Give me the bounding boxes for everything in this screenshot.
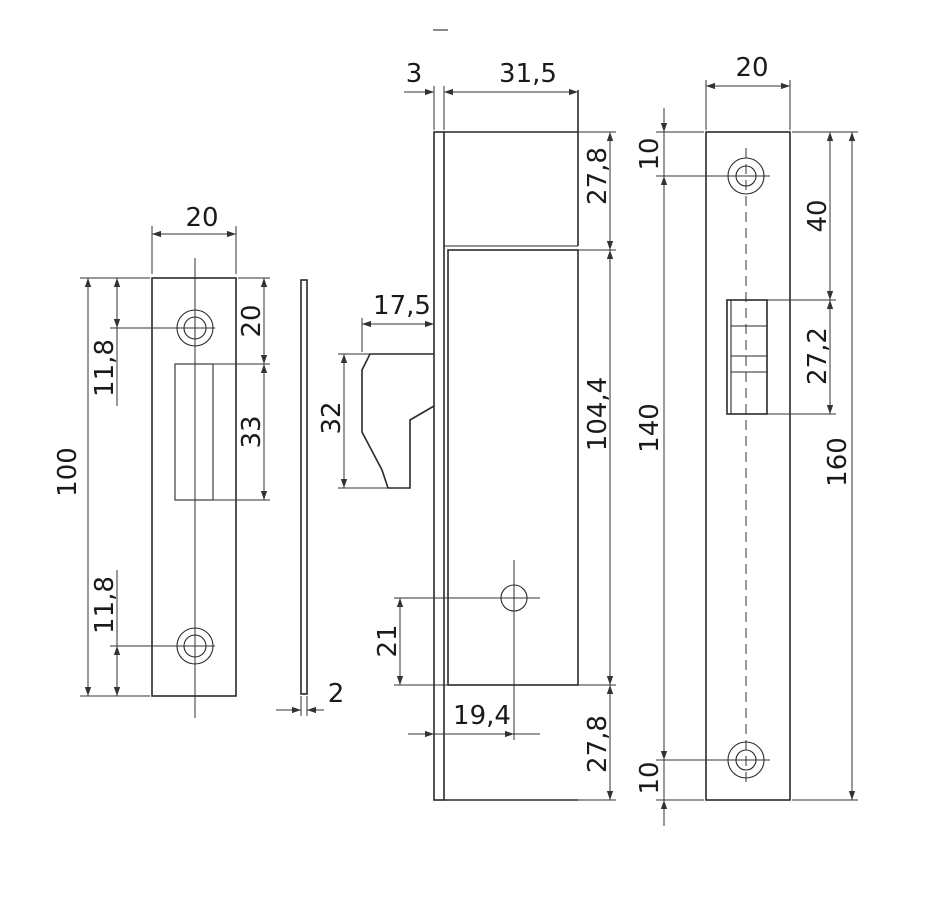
- strike-dimensions: 20 100 11,8 11,8 20 33: [53, 203, 270, 697]
- dim-front-height-label: 160: [823, 437, 853, 487]
- strike-plate-side-view: 2: [276, 279, 345, 716]
- bolt-window: [726, 299, 768, 415]
- faceplate-edge: [433, 131, 445, 801]
- dim-case-top-margin-label: 27,8: [583, 147, 613, 205]
- dim-front-hole-bottom-label: 10: [635, 761, 665, 794]
- dim-case-bottom-margin-label: 27,8: [583, 715, 613, 773]
- dim-spindle-offset-label: 19,4: [453, 701, 511, 731]
- dim-strike-thickness-label: 2: [328, 679, 345, 709]
- dim-bolt-projection-label: 17,5: [373, 291, 431, 321]
- faceplate-dimensions: 20 10 140 10 40 27,2 160: [635, 53, 858, 826]
- dim-strike-width-label: 20: [185, 203, 218, 233]
- faceplate-front-view: [705, 131, 791, 801]
- dim-spindle-height-label: 21: [373, 624, 403, 657]
- dim-front-top-to-bolt-label: 40: [803, 199, 833, 232]
- strike-plate-front-view: [110, 258, 237, 718]
- dim-strike-hole-top-label: 11,8: [90, 339, 120, 397]
- dim-bolt-height-label: 32: [317, 401, 347, 434]
- dim-front-width-label: 20: [735, 53, 768, 83]
- lock-case-dimensions: 3 31,5 27,8 104,4 27,8 17,5 32 21 19,: [317, 59, 616, 801]
- strike-side-outline: [300, 279, 308, 695]
- dim-strike-hole-bottom-label: 11,8: [90, 576, 120, 634]
- latch-bolt: [361, 353, 435, 489]
- case-body: [447, 249, 579, 686]
- dim-case-body-label: 104,4: [583, 377, 613, 451]
- dim-case-depth-label: 31,5: [499, 59, 557, 89]
- lock-case-side-view: [361, 90, 579, 801]
- strike-slot: [174, 363, 214, 501]
- strike-plate-outline: [151, 277, 237, 697]
- dim-strike-height-label: 100: [53, 447, 83, 497]
- dim-strike-slot-label: 33: [237, 415, 267, 448]
- front-outline: [705, 131, 791, 801]
- dim-faceplate-thickness-label: 3: [406, 59, 423, 89]
- dim-strike-top-to-slot-label: 20: [237, 304, 267, 337]
- dim-front-hole-pitch-label: 140: [635, 403, 665, 453]
- dim-front-hole-top-label: 10: [635, 137, 665, 170]
- dim-front-bolt-label: 27,2: [803, 327, 833, 385]
